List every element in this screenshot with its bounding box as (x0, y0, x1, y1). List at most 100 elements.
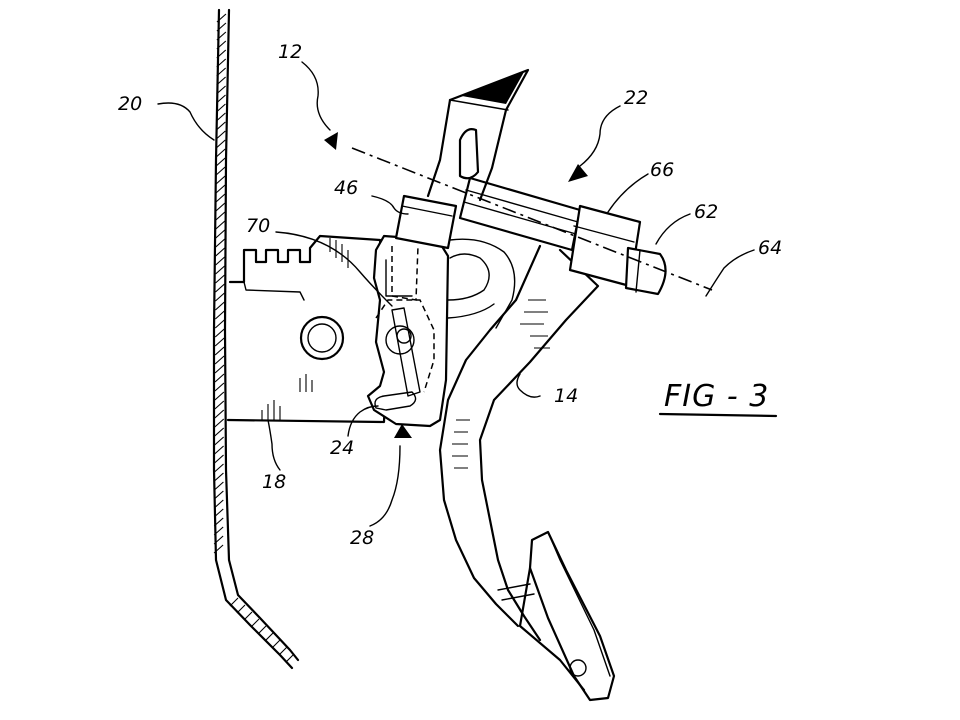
wall-hatch-line (214, 373, 225, 383)
label-14: 14 (554, 385, 578, 407)
pad-pivot (569, 659, 587, 677)
wall-hatch-line (215, 247, 226, 257)
wall-hatch-line (214, 418, 225, 428)
support-block (394, 194, 458, 250)
arrow-28 (394, 424, 412, 438)
clip-foot (374, 391, 417, 411)
wall-hatch-line (214, 337, 225, 347)
wall-hatch-line (216, 40, 227, 50)
wall-hatch-line (214, 454, 224, 464)
wall-hatch-line (216, 85, 226, 95)
wall-hatch-line (214, 463, 224, 473)
wall-hatch-line (216, 121, 226, 131)
wall-hatch-line (236, 604, 246, 614)
wall-hatch-line (215, 166, 226, 176)
wall-hatch-line (215, 211, 226, 221)
wall-hatch-line (215, 292, 225, 302)
wall-hatch-line (216, 13, 227, 23)
wall-hatch-line (214, 391, 225, 401)
figure-caption: FIG - 3 (664, 379, 769, 414)
wall-hatch-line (215, 148, 226, 158)
wall-hatch-line (214, 364, 225, 374)
bracket-hole-inner (307, 323, 337, 353)
wall-hatch-line (214, 346, 225, 356)
wall-hatch-line (214, 472, 224, 482)
wall-hatch-line (215, 238, 226, 248)
wall-hatch-line (216, 94, 226, 104)
wall-hatch-line (215, 256, 225, 266)
wall-hatch-line (214, 355, 225, 365)
label-66: 66 (650, 159, 674, 181)
wall-hatch-line (278, 646, 288, 656)
wall-hatch-line (214, 427, 225, 437)
wall-hatch-line (214, 328, 225, 338)
fig-underline (658, 412, 778, 418)
label-46: 46 (334, 177, 358, 199)
wall-hatch-line (214, 481, 224, 491)
wall-hatch-line (213, 517, 224, 527)
wall-hatch-line (243, 611, 253, 621)
arrow-22 (568, 164, 588, 182)
wall-hatch-line (216, 103, 226, 113)
wall-hatch-line (213, 526, 224, 536)
wall-hatch-line (215, 130, 226, 140)
wall-hatch-line (213, 544, 224, 554)
wall-hatch (213, 13, 295, 663)
label-22: 22 (624, 87, 648, 109)
clip-housing (366, 234, 450, 428)
pedal-pad (518, 530, 616, 702)
label-18: 18 (262, 471, 286, 493)
arrow-12 (324, 132, 338, 150)
wall-hatch-line (214, 445, 224, 455)
wall-hatch-line (215, 139, 226, 149)
label-62: 62 (694, 201, 718, 223)
label-70: 70 (246, 215, 270, 237)
wall-hatch-line (214, 436, 225, 446)
wall-hatch-line (215, 283, 225, 293)
wall-hatch-line (216, 76, 226, 86)
wall-hatch-line (214, 409, 225, 419)
label-28: 28 (350, 527, 374, 549)
wall-hatch-line (214, 400, 225, 410)
wall-hatch-line (215, 202, 226, 212)
wall-hatch-line (215, 175, 226, 185)
wall-hatch-line (250, 618, 260, 628)
wall-hatch-line (215, 220, 226, 230)
wall-panel (212, 8, 300, 670)
wall-hatch-line (213, 535, 224, 545)
pivot-centerline (351, 147, 713, 291)
wall-hatch-line (214, 319, 225, 329)
wall-hatch-line (216, 67, 227, 77)
wall-hatch-line (215, 301, 225, 311)
wall-hatch-line (229, 597, 239, 607)
wall-hatch-line (257, 625, 267, 635)
label-64: 64 (758, 237, 782, 259)
wall-hatch-line (216, 112, 226, 122)
wall-hatch-line (215, 274, 225, 284)
wall-hatch-line (214, 382, 225, 392)
wall-hatch-line (215, 229, 226, 239)
wall-hatch-line (216, 31, 227, 41)
wall-hatch-line (215, 157, 226, 167)
wall-hatch-line (216, 49, 227, 59)
wall-hatch-line (216, 22, 227, 32)
clip-link-rod (391, 307, 421, 397)
wall-hatch-line (215, 184, 226, 194)
wall-hatch-line (214, 310, 225, 320)
label-24: 24 (330, 437, 354, 459)
label-20: 20 (118, 93, 142, 115)
wall-hatch-line (213, 490, 224, 500)
mounting-bracket (226, 234, 388, 424)
bracket-hole-outer (299, 315, 345, 361)
leader-lines (157, 61, 778, 527)
wall-hatch-line (285, 653, 295, 663)
wall-hatch-line (271, 639, 281, 649)
wall-hatch-line (213, 508, 224, 518)
label-12: 12 (278, 41, 302, 63)
wall-hatch-line (213, 499, 224, 509)
shaft-assembly (426, 68, 667, 296)
wall-hatch-line (264, 632, 274, 642)
pedal-arm (438, 238, 600, 642)
wall-hatch-line (215, 265, 225, 275)
